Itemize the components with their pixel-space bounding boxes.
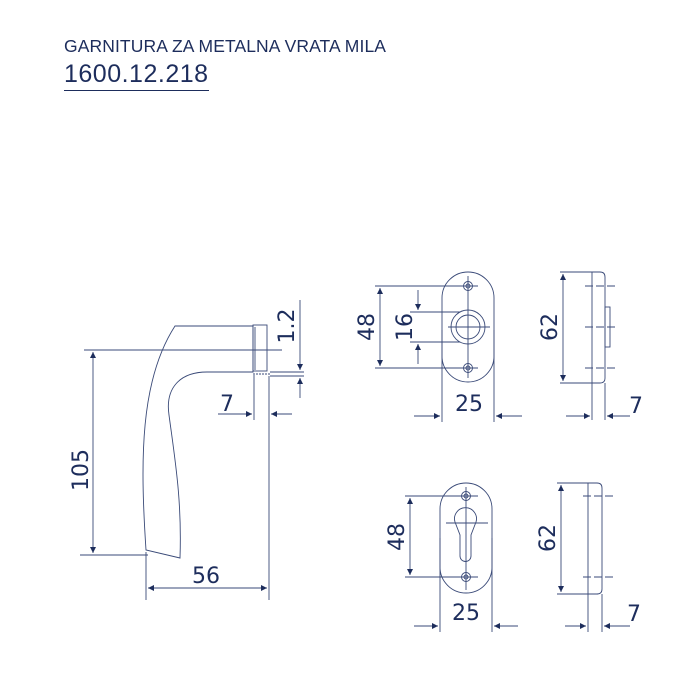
dim-gap (270, 300, 304, 398)
rose-top-front (441, 271, 495, 383)
label-rose-bottom-25: 25 (452, 601, 480, 626)
label-rose-thickness: 7 (220, 392, 234, 417)
dim-rose-bottom-62 (557, 482, 598, 595)
label-rose-top-62: 62 (538, 313, 563, 341)
drawing-title: GARNITURA ZA METALNA VRATA MILA (64, 36, 387, 56)
dim-rose-top-25 (414, 330, 522, 422)
dim-handle-height (80, 349, 282, 556)
label-rose-top-48: 48 (355, 313, 380, 341)
dim-rose-top-16 (410, 290, 460, 364)
label-rose-top-25: 25 (455, 392, 483, 417)
rose-bottom-side (583, 482, 615, 632)
label-rose-top-7: 7 (629, 394, 643, 419)
label-rose-bottom-62: 62 (536, 524, 561, 552)
dim-rose-bottom-48 (405, 495, 464, 578)
dim-handle-length (145, 376, 270, 600)
label-rose-top-16: 16 (393, 313, 418, 341)
label-rose-bottom-48: 48 (385, 523, 410, 551)
label-handle-height: 105 (69, 449, 94, 491)
product-code: 1600.12.218 (64, 60, 209, 91)
label-rose-bottom-7: 7 (627, 602, 641, 627)
dim-rose-top-48 (375, 285, 466, 369)
label-gap: 1.2 (275, 309, 300, 344)
dim-rose-top-62 (560, 271, 600, 384)
dim-rose-thickness (218, 375, 292, 420)
label-handle-length: 56 (192, 564, 220, 589)
rose-top-side (585, 271, 617, 420)
dim-rose-bottom-25 (414, 538, 518, 632)
rose-bottom-front (439, 482, 493, 594)
lever-handle (142, 324, 270, 559)
